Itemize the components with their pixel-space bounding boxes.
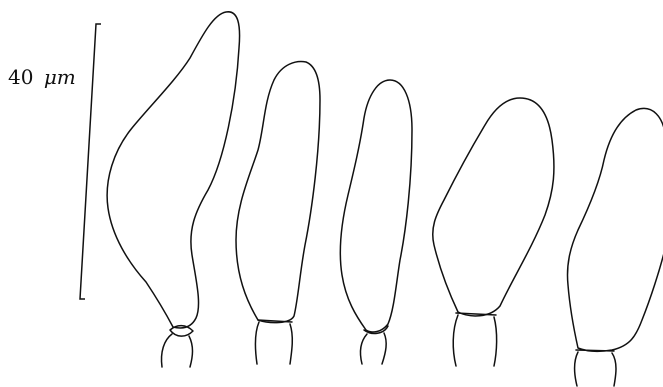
cell-5-septum — [576, 350, 614, 351]
scale-bar: 40 μm — [8, 24, 101, 299]
scale-bar-label: 40 μm — [8, 65, 76, 89]
cell-5-stalk-right — [612, 353, 616, 386]
cell-1 — [107, 12, 239, 367]
cell-2-stalk-left — [255, 322, 259, 364]
cell-5-stalk-left — [575, 352, 579, 386]
cell-4-outline — [433, 98, 554, 316]
cell-1-stalk-right — [189, 336, 193, 367]
cell-3-stalk-right — [382, 333, 386, 364]
cell-4-stalk-right — [494, 317, 497, 366]
cell-5 — [567, 108, 663, 386]
cell-1-stalk-left — [161, 334, 172, 367]
scale-bar-value: 40 — [8, 65, 33, 89]
scale-bar-unit: μm — [44, 65, 76, 89]
cell-5-outline — [567, 108, 663, 351]
cell-2 — [236, 62, 320, 364]
scale-bar-line — [80, 24, 101, 299]
cell-4-stalk-left — [453, 315, 458, 366]
cell-3-stalk-left — [360, 334, 367, 364]
cell-3-outline — [340, 80, 412, 332]
cell-2-outline — [236, 62, 320, 323]
cell-3 — [340, 80, 412, 364]
cell-1-outline — [107, 12, 239, 328]
cell-4 — [433, 98, 554, 366]
cell-2-stalk-right — [290, 324, 292, 364]
